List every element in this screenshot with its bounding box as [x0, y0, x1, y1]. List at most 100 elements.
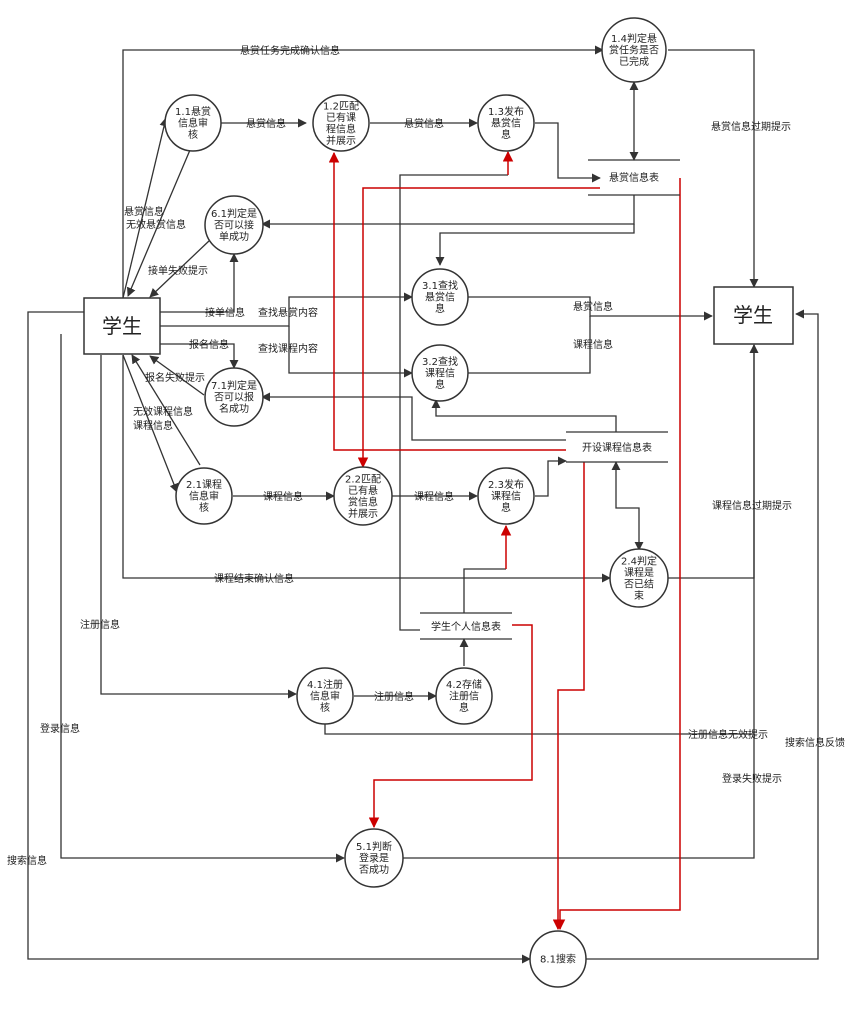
process-label-line: 息: [501, 501, 511, 514]
process-label-line: 悬赏信: [425, 292, 455, 304]
process-label-line: 程信息: [326, 122, 356, 135]
process-label-line: 息: [459, 701, 469, 714]
flow-course-expire: [668, 344, 759, 579]
label-course-info-left: 课程信息: [133, 419, 173, 432]
flow-register-invalid: [324, 722, 754, 735]
entity-student-left: 学生: [83, 297, 161, 355]
black-flow-lines: [27, 45, 819, 964]
process-label-line: 1.3发布: [488, 105, 524, 118]
label-invalid-bounty: 无效悬赏信息: [126, 218, 186, 231]
process-circle: [601, 17, 667, 83]
process-circle: [411, 268, 469, 326]
flow-signup-info: [160, 343, 239, 369]
process-label-line: 息: [501, 128, 511, 141]
label-course-info-a: 课程信息: [263, 490, 303, 503]
process-label-line: 名成功: [219, 402, 249, 415]
red-flow-bounty-store-p81: [554, 178, 681, 931]
flow-personal-p23-black: [463, 568, 506, 613]
process-label-line: 2.2匹配: [345, 473, 381, 485]
label-invalid-course: 无效课程信息: [133, 405, 193, 418]
flow-search-bounty: [160, 292, 413, 327]
process-label-line: 1.4判定悬: [611, 32, 657, 45]
label-bounty-info-left: 悬赏信息: [124, 205, 164, 218]
label-login-fail: 登录失败提示: [722, 772, 782, 785]
process-label-line: 2.3发布: [488, 478, 524, 491]
flow-bounty-expire: [668, 49, 759, 288]
process-label-line: 1.2匹配: [323, 100, 359, 112]
process-circle: [204, 367, 264, 427]
process-label-line: 2.4判定: [621, 554, 657, 567]
process-label-line: 核: [320, 701, 330, 714]
label-course-expire: 课程信息过期提示: [712, 499, 792, 512]
process-circle: [296, 667, 354, 725]
store-label: 悬赏信息表: [609, 171, 659, 184]
flow-store-p24: [611, 461, 644, 551]
entity-student-right: 学生: [713, 286, 794, 345]
process-circle: [435, 667, 493, 725]
label-course-info-b: 课程信息: [414, 490, 454, 503]
process-label-line: 已有悬: [348, 484, 378, 497]
data-store-course: 开设课程信息表: [566, 431, 668, 463]
flow-login-fail: [402, 344, 759, 859]
process-label-line: 课程信: [491, 491, 521, 503]
flow-store-p61: [261, 195, 635, 229]
flow-course-store-p71: [261, 392, 566, 441]
flow-student-to-p21: [122, 354, 179, 493]
flow-order-info: [160, 253, 239, 313]
label-register-invalid: 注册信息无效提示: [688, 728, 768, 741]
flow-p21-back: [131, 354, 201, 466]
flow-search-feedback: [586, 309, 819, 960]
flow-course-end-confirm: [122, 355, 611, 583]
flow-signup-fail: [149, 355, 205, 396]
flow-p32-out: [468, 316, 591, 374]
label-bounty-done-confirm: 悬赏任务完成确认信息: [240, 44, 340, 57]
data-store-bounty: 悬赏信息表: [588, 159, 680, 196]
process-label-line: 并展示: [326, 134, 356, 147]
label-course-end-confirm: 课程结束确认信息: [214, 572, 294, 585]
flow-p13-store: [535, 122, 601, 183]
flow-course-store-p32: [431, 399, 617, 432]
entity-label: 学生: [733, 303, 773, 327]
flow-bounty-done-confirm: [122, 45, 604, 298]
label-login-info: 登录信息: [40, 722, 80, 735]
red-flow-personal-p51: [368, 624, 533, 829]
process-label-line: 已完成: [619, 55, 649, 68]
label-register-info-mid: 注册信息: [374, 690, 414, 703]
red-flow-lines: [328, 150, 681, 931]
flow-search-course: [288, 326, 413, 378]
red-flow-bounty-store-p22: [357, 187, 600, 469]
label-order-fail: 接单失败提示: [148, 264, 208, 277]
label-bounty-info-a: 悬赏信息: [246, 117, 286, 130]
process-label-line: 信息审: [310, 690, 340, 703]
process-label-line: 4.1注册: [307, 678, 343, 691]
process-label-line: 2.1课程: [186, 479, 222, 491]
process-circle: [175, 467, 233, 525]
label-order-info: 接单信息: [205, 306, 245, 319]
red-flow-course-store-p81: [552, 462, 585, 931]
process-label-line: 登录是: [359, 852, 389, 865]
flow-order-fail: [149, 239, 211, 298]
process-label-line: 课程信: [425, 368, 455, 380]
flow-student-to-p11: [122, 117, 169, 299]
process-label-line: 3.2查找: [422, 355, 458, 368]
process-label-line: 已有课: [326, 111, 356, 124]
label-signup-info: 报名信息: [189, 338, 229, 351]
process-label-line: 单成功: [219, 231, 249, 243]
process-label-line: 4.2存储: [446, 678, 482, 691]
process-label-line: 注册信: [449, 690, 479, 703]
process-label-line: 息: [435, 378, 445, 391]
process-label-line: 否可以接: [214, 219, 254, 232]
label-register-info-left: 注册信息: [80, 618, 120, 631]
process-label-line: 息: [435, 302, 445, 315]
